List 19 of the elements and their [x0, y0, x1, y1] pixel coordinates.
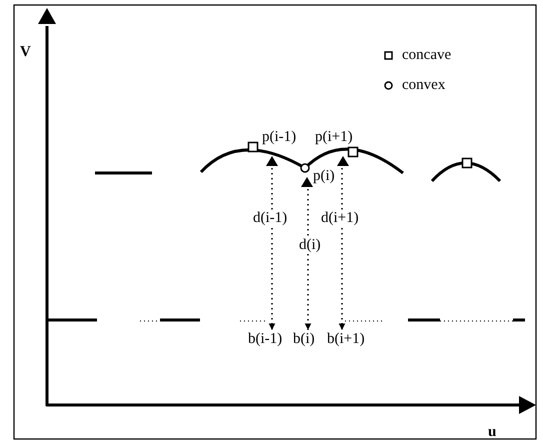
legend-label: concave: [402, 47, 452, 63]
triangle-marker: [337, 156, 349, 166]
dotted-arrow: [268, 168, 276, 330]
edge-label: d(i): [298, 237, 322, 253]
point-label: p(i): [313, 168, 335, 184]
edge-label: d(i-1): [252, 210, 288, 226]
point-label: p(i+1): [315, 129, 353, 145]
legend-label: convex: [402, 77, 446, 93]
edge-label: d(i+1): [320, 210, 360, 226]
axis-label: u: [488, 424, 496, 440]
point-label: p(i-1): [262, 129, 296, 145]
point-label: b(i-1): [248, 331, 282, 347]
point-label: b(i+1): [327, 331, 365, 347]
dotted-arrow: [338, 168, 346, 330]
point-label: b(i): [293, 331, 315, 347]
triangle-marker: [301, 177, 313, 187]
dotted-arrow: [304, 189, 312, 330]
axis-label: V: [20, 44, 31, 60]
triangle-marker: [266, 156, 278, 166]
